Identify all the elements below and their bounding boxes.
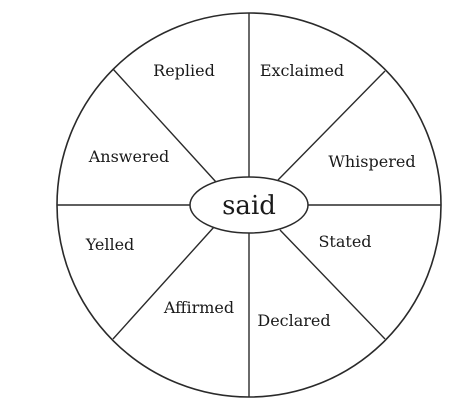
center-word: said — [222, 191, 276, 221]
segment-label-answered: Answered — [88, 147, 170, 166]
segment-label-declared: Declared — [257, 311, 330, 330]
segment-label-affirmed: Affirmed — [163, 298, 234, 317]
divider-bottom-left — [112, 226, 215, 340]
segment-label-whispered: Whispered — [328, 152, 415, 171]
segment-label-replied: Replied — [153, 61, 215, 80]
divider-bottom-right — [279, 229, 386, 340]
divider-top-left — [112, 68, 217, 183]
segment-label-yelled: Yelled — [85, 235, 135, 254]
segment-label-stated: Stated — [318, 232, 371, 251]
segment-label-exclaimed: Exclaimed — [260, 61, 344, 80]
divider-top-right — [277, 70, 386, 181]
center-ellipse — [189, 176, 309, 234]
